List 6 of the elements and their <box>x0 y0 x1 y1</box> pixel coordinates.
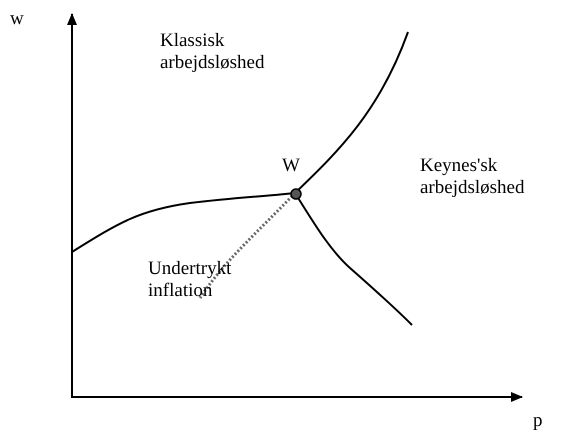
region-label: Keynes'sk arbejdsløshed <box>420 155 526 199</box>
axis-label: w <box>10 8 24 30</box>
region-label: Klassisk arbejdsløshed <box>160 30 266 74</box>
region-label: Undertrykt inflation <box>148 258 232 302</box>
axis-label: p <box>533 410 542 432</box>
point-label: W <box>282 155 300 177</box>
